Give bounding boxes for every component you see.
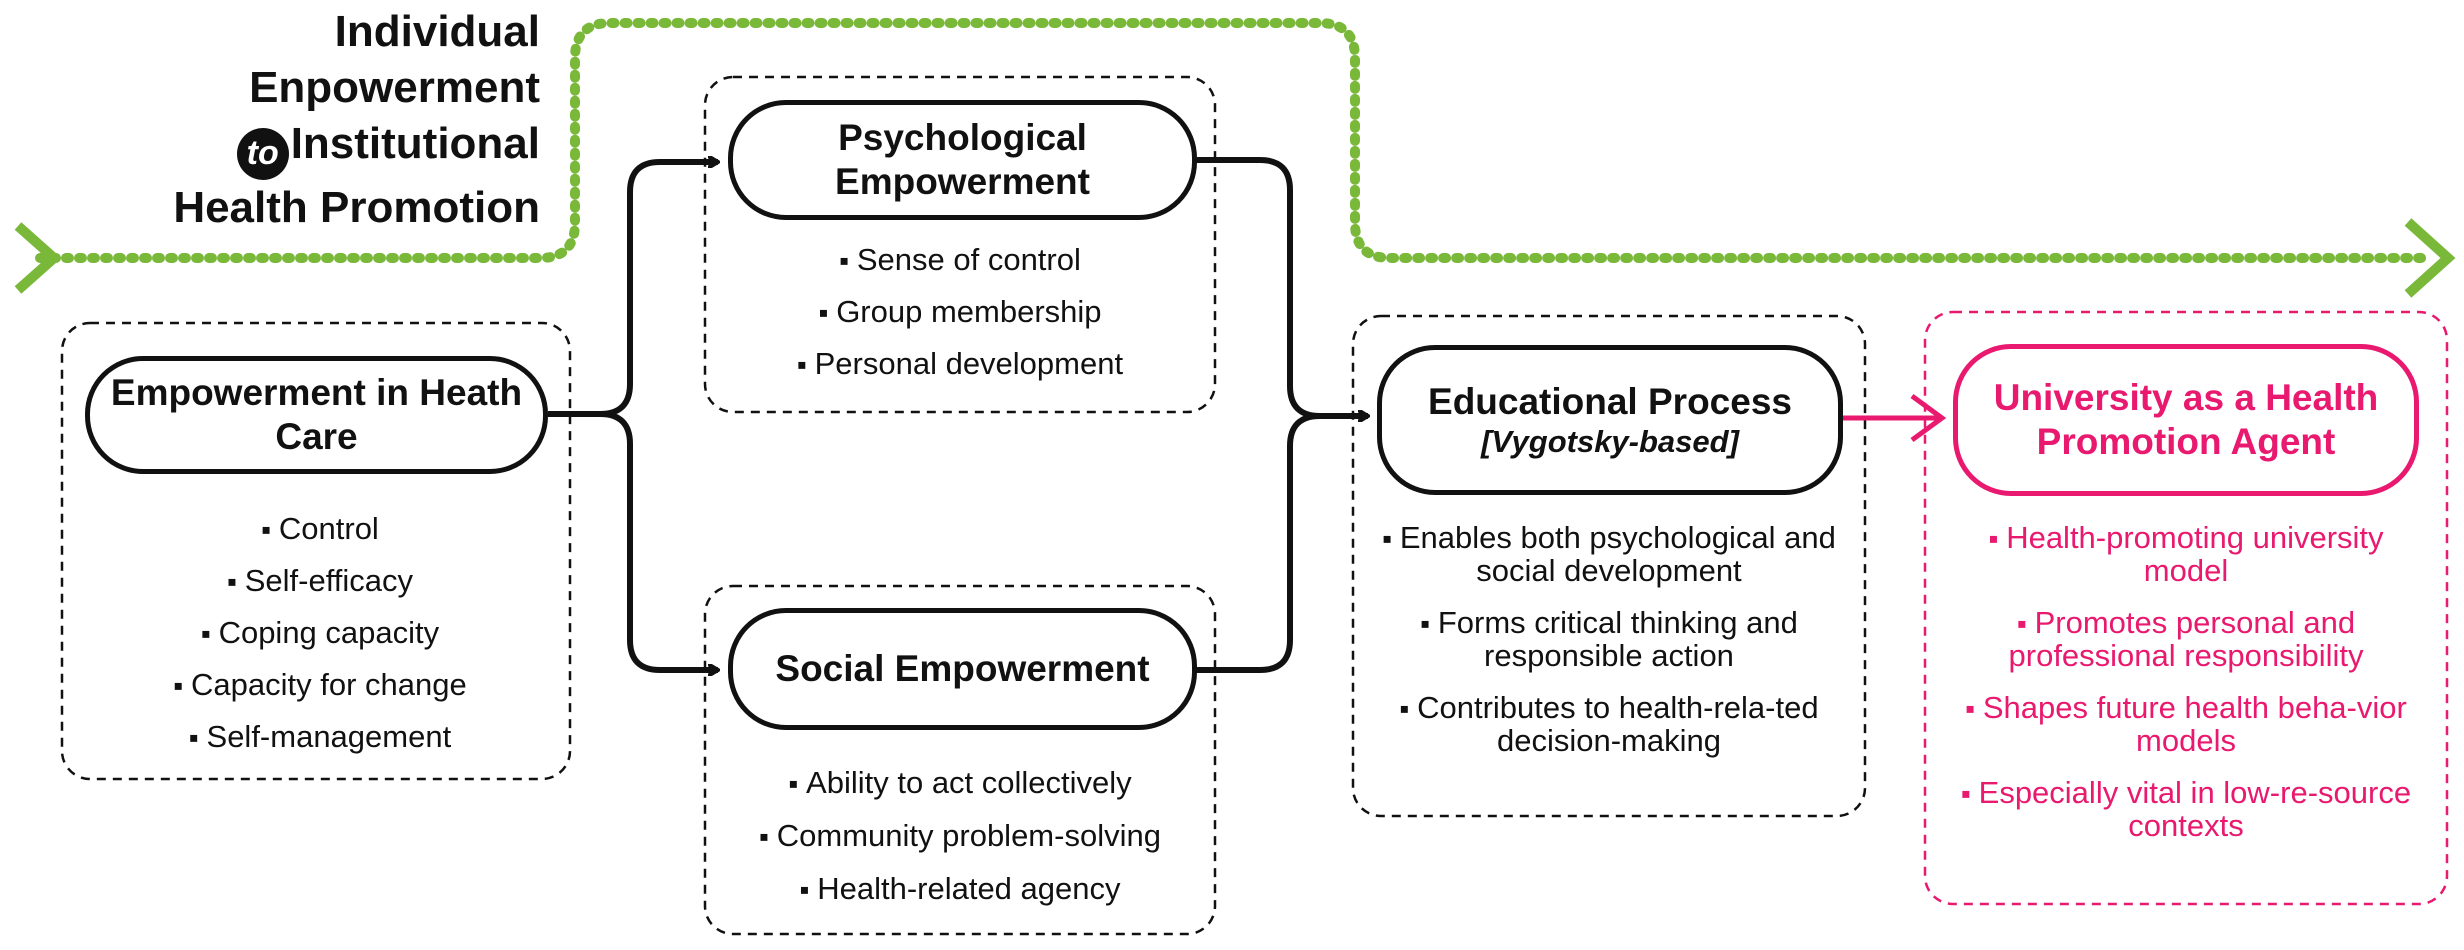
- social-bullets: Ability to act collectively Community pr…: [715, 757, 1205, 916]
- group-frame-social: [703, 584, 1217, 936]
- title-line-4: Health Promotion: [173, 183, 540, 232]
- group-frame-educational: [1351, 314, 1867, 818]
- green-start-chevron: [14, 222, 62, 294]
- node-health-care-title: Empowerment in Heath Care: [110, 372, 523, 457]
- health-care-bullets: Control Self-efficacy Coping capacity Ca…: [80, 503, 560, 763]
- connector-social-to-educational: [1197, 413, 1321, 673]
- node-social-title: Social Empowerment: [775, 648, 1150, 689]
- bullet-item: Community problem-solving: [715, 810, 1205, 863]
- bullet-item: Promotes personal and professional respo…: [1945, 607, 2427, 672]
- node-university-title: University as a Health Promotion Agent: [1993, 377, 2379, 462]
- green-end-arrowhead: [2404, 218, 2456, 298]
- node-health-care: Empowerment in Heath Care: [85, 356, 548, 474]
- bullet-item: Group membership: [715, 286, 1205, 338]
- title-line-1: Individual: [334, 7, 540, 56]
- bullet-item: Coping capacity: [80, 607, 560, 659]
- node-educational: Educational Process [Vygotsky-based]: [1377, 345, 1843, 495]
- bullet-item: Personal development: [715, 338, 1205, 390]
- title-line-3-text: Institutional: [290, 119, 540, 168]
- bullet-item: Self-management: [80, 711, 560, 763]
- node-psychological-title: Psychological Empowerment: [835, 117, 1090, 202]
- psychological-bullets: Sense of control Group membership Person…: [715, 234, 1205, 390]
- node-educational-subtitle: [Vygotsky-based]: [1481, 424, 1739, 459]
- group-frame-health-care: [60, 321, 572, 781]
- educational-bullets: Enables both psychological and social de…: [1370, 522, 1848, 777]
- bullet-item: Health-promoting university model: [1945, 522, 2427, 587]
- bullet-item: Contributes to health-rela-ted decision-…: [1370, 692, 1848, 757]
- bullet-item: Self-efficacy: [80, 555, 560, 607]
- bullet-item: Enables both psychological and social de…: [1370, 522, 1848, 587]
- bullet-item: Forms critical thinking and responsible …: [1370, 607, 1848, 672]
- node-university: University as a Health Promotion Agent: [1953, 344, 2419, 496]
- bullet-item: Capacity for change: [80, 659, 560, 711]
- bullet-item: Control: [80, 503, 560, 555]
- pink-arrowhead: [1910, 393, 1947, 443]
- connector-to-social: [548, 411, 718, 670]
- connector-psychological-to-educational: [1197, 157, 1368, 416]
- title-line-2: Enpowerment: [249, 63, 540, 112]
- bullet-item: Especially vital in low-re-source contex…: [1945, 777, 2427, 842]
- group-frame-university: [1923, 310, 2449, 906]
- node-educational-title: Educational Process: [1428, 381, 1792, 422]
- connector-to-psychological: [548, 162, 718, 417]
- bullet-item: Ability to act collectively: [715, 757, 1205, 810]
- node-social: Social Empowerment: [728, 608, 1197, 730]
- bullet-item: Health-related agency: [715, 863, 1205, 916]
- group-frame-psychological: [703, 75, 1217, 414]
- bullet-item: Shapes future health beha-vior models: [1945, 692, 2427, 757]
- green-banner-line: [35, 18, 2435, 263]
- university-bullets: Health-promoting university model Promot…: [1945, 522, 2427, 862]
- bullet-item: Sense of control: [715, 234, 1205, 286]
- node-psychological: Psychological Empowerment: [728, 100, 1197, 220]
- to-badge: to: [236, 128, 289, 180]
